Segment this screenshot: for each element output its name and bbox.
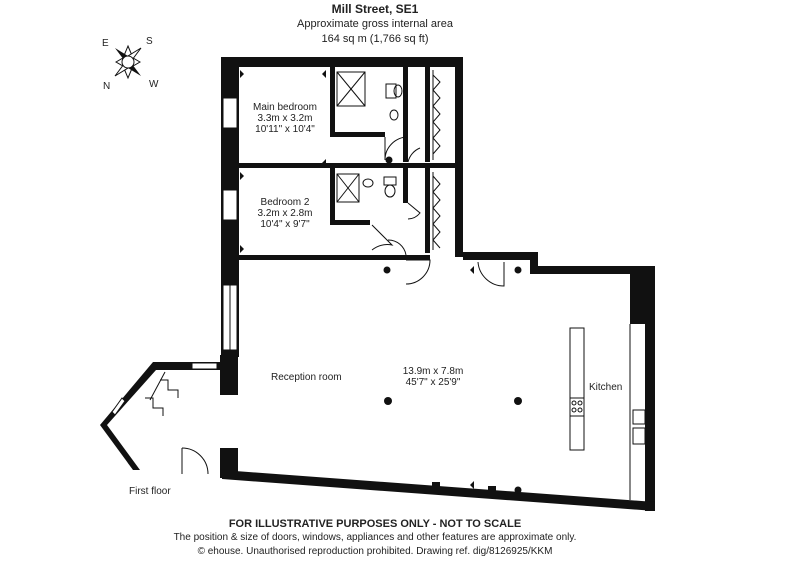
ceiling-lights <box>240 70 522 494</box>
floor-label: First floor <box>129 486 171 497</box>
compass-w: W <box>149 79 159 90</box>
room-main-bedroom-metric: 3.3m x 3.2m <box>257 113 312 124</box>
room-bedroom2-name: Bedroom 2 <box>261 197 310 208</box>
doors <box>145 136 505 475</box>
room-bedroom2-imperial: 10'4" x 9'7" <box>260 219 310 230</box>
room-main-bedroom-imperial: 10'11" x 10'4" <box>255 124 315 135</box>
room-reception-imperial: 45'7" x 25'9" <box>406 377 461 388</box>
kitchen-fittings <box>569 324 646 500</box>
compass-n: N <box>103 81 110 92</box>
room-main-bedroom-name: Main bedroom <box>253 102 317 113</box>
internal-walls <box>239 67 459 260</box>
disclaimer: FOR ILLUSTRATIVE PURPOSES ONLY - NOT TO … <box>228 518 522 530</box>
outer-walls <box>100 57 655 511</box>
ensuite-fixtures <box>336 71 403 203</box>
room-reception-name: Reception room <box>271 372 342 383</box>
compass-s: S <box>146 36 153 47</box>
room-bedroom2-metric: 3.2m x 2.8m <box>257 208 312 219</box>
wardrobes <box>432 70 441 250</box>
compass-icon: E S N W <box>102 36 159 92</box>
plan-title: Mill Street, SE1 <box>331 2 419 16</box>
footnote-features: The position & size of doors, windows, a… <box>173 532 577 543</box>
plan-area: 164 sq m (1,766 sq ft) <box>321 33 429 45</box>
room-reception-metric: 13.9m x 7.8m <box>403 366 464 377</box>
compass-e: E <box>102 38 109 49</box>
room-kitchen-name: Kitchen <box>589 382 622 393</box>
footnote-copyright: © ehouse. Unauthorised reproduction proh… <box>197 546 553 557</box>
plan-subtitle: Approximate gross internal area <box>297 18 453 30</box>
